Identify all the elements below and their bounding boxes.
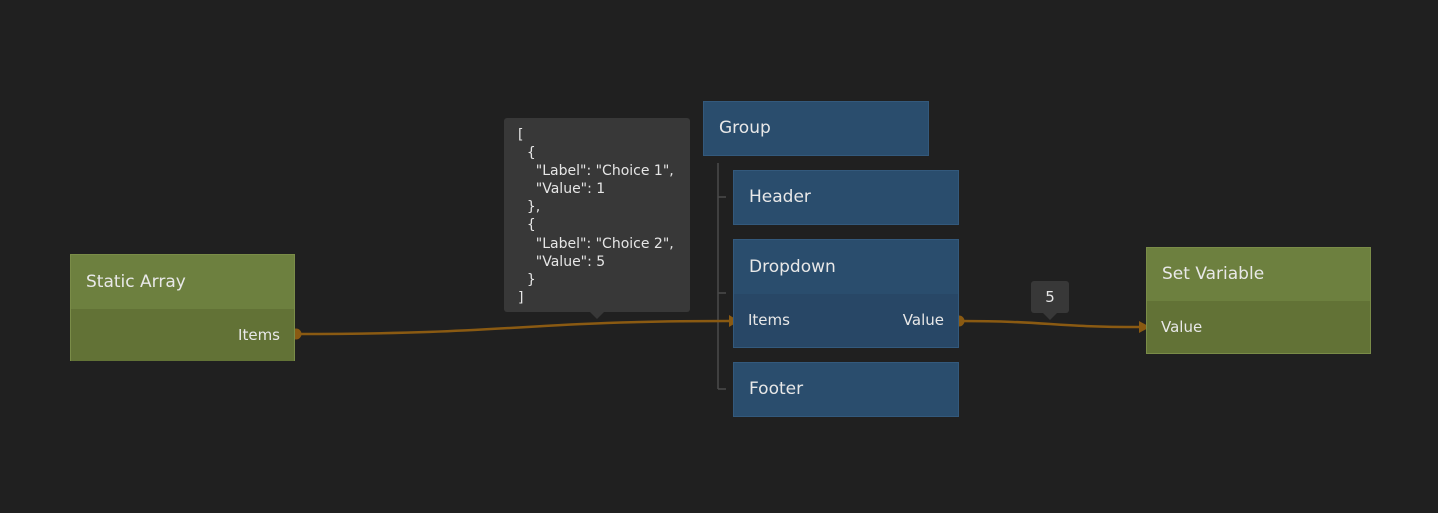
items-connection (295, 319, 731, 336)
group-node[interactable]: Group (703, 101, 929, 156)
value-tooltip-text: 5 (1045, 288, 1055, 306)
header-title: Header (749, 187, 811, 207)
group-title: Group (719, 118, 771, 138)
items-data-tooltip: [ { "Label": "Choice 1", "Value": 1 }, {… (504, 118, 690, 319)
dropdown-node[interactable]: Dropdown Items Value (733, 239, 959, 348)
set-variable-title: Set Variable (1147, 248, 1370, 301)
dropdown-value-output[interactable]: Value (902, 311, 944, 329)
static-array-items-output[interactable]: Items (71, 309, 294, 361)
value-data-tooltip: 5 (1031, 281, 1069, 320)
set-variable-value-input[interactable]: Value (1147, 301, 1370, 353)
value-connection (958, 319, 1141, 329)
footer-node[interactable]: Footer (733, 362, 959, 417)
dropdown-ports: Items Value (734, 294, 958, 347)
items-port-label: Items (238, 325, 280, 344)
hierarchy-lines (717, 163, 726, 390)
header-node[interactable]: Header (733, 170, 959, 225)
value-arrowhead (1139, 321, 1150, 333)
items-json-text: [ { "Label": "Choice 1", "Value": 1 }, {… (518, 127, 674, 306)
footer-title: Footer (749, 379, 804, 399)
static-array-title: Static Array (71, 255, 294, 309)
dropdown-items-input[interactable]: Items (748, 311, 790, 329)
set-variable-node[interactable]: Set Variable Value (1146, 247, 1371, 354)
value-port-label: Value (1161, 317, 1203, 336)
static-array-node[interactable]: Static Array Items (70, 254, 295, 361)
dropdown-title: Dropdown (749, 256, 836, 277)
